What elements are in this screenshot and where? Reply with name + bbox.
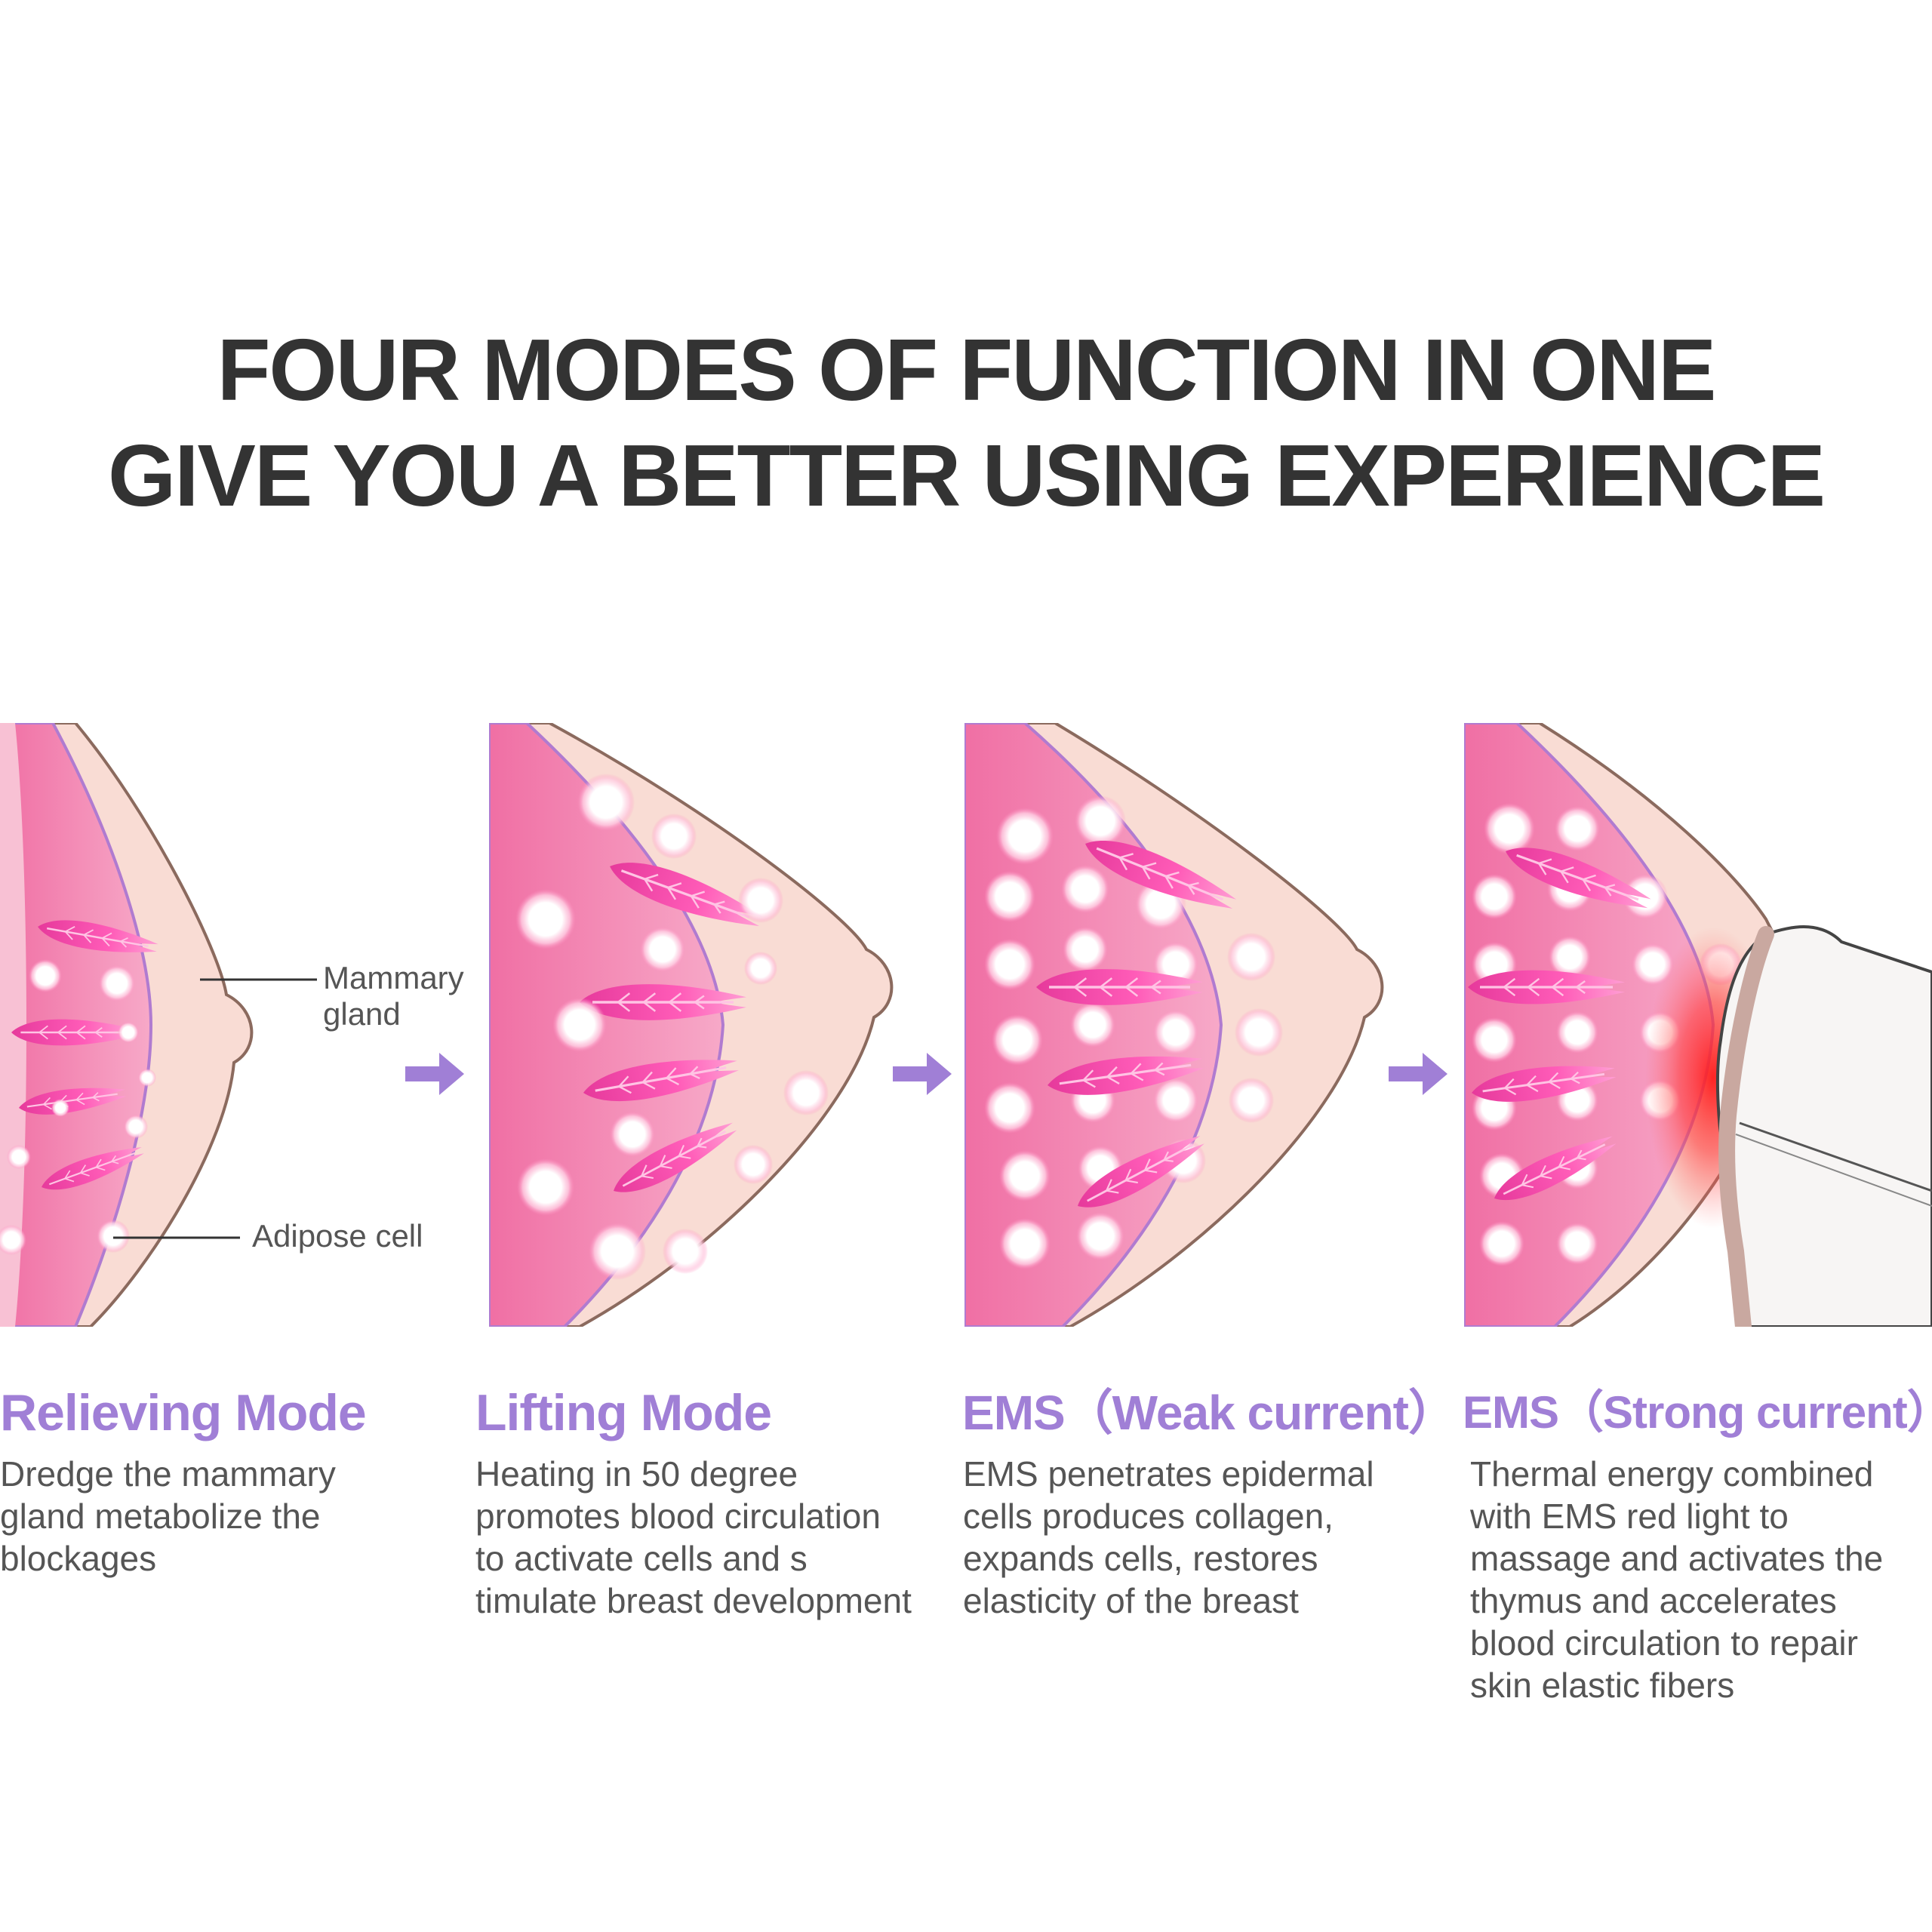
mode-description-lifting: Heating in 50 degree promotes blood circ… — [475, 1453, 958, 1622]
adipose-cell-label: Adipose cell — [252, 1218, 423, 1254]
mammary-gland-label: Mammary gland — [323, 960, 464, 1032]
mode-title-relieving: Relieving Mode — [0, 1383, 366, 1443]
ems-weak-current-diagram — [964, 723, 1432, 1327]
mode-description-ems-weak: EMS penetrates epidermal cells produces … — [963, 1453, 1446, 1622]
headline-line-2: GIVE YOU A BETTER USING EXPERIENCE — [0, 423, 1932, 528]
arrow-right-icon — [893, 1051, 953, 1097]
headline-line-1: FOUR MODES OF FUNCTION IN ONE — [0, 317, 1932, 423]
mode-description-relieving: Dredge the mammary gland metabolize the … — [0, 1453, 453, 1580]
arrow-right-icon — [405, 1051, 466, 1097]
mode-title-lifting: Lifting Mode — [475, 1383, 771, 1443]
arrow-right-icon — [1389, 1051, 1449, 1097]
mode-title-ems-strong: EMS（Strong current） — [1463, 1383, 1932, 1443]
lifting-mode-diagram — [489, 723, 957, 1327]
ems-strong-current-diagram — [1464, 723, 1932, 1327]
mode-description-ems-strong: Thermal energy combined with EMS red lig… — [1470, 1453, 1923, 1706]
mode-title-ems-weak: EMS（Weak current） — [962, 1383, 1456, 1443]
